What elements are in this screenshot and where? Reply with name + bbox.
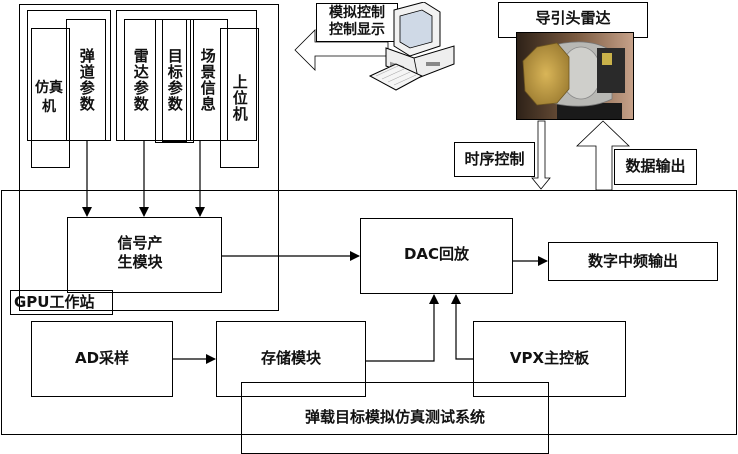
digital-if-output-label: 数字中频输出 [587, 251, 678, 270]
desktop-computer-icon [368, 2, 455, 91]
scene-info-label: 场景信息 [198, 48, 217, 112]
vpx-board-label: VPX主控板 [509, 349, 590, 368]
gpu-workstation-container [19, 4, 279, 311]
ad-sampling-box [31, 321, 173, 397]
digital-if-output-box [548, 242, 718, 281]
radar-photo-art [517, 33, 633, 119]
data-output-box-front [614, 149, 697, 185]
ballistic-params-label: 弹道参数 [77, 48, 96, 112]
arrow-data-output [576, 120, 630, 191]
ballistic-params-box [66, 19, 106, 141]
simulator-box [31, 28, 70, 168]
control-display-line1: 模拟控制 [329, 4, 385, 21]
dac-playback-label: DAC回放 [403, 245, 470, 264]
system-container [1, 190, 737, 435]
gpu-workstation-label-box [10, 290, 113, 315]
target-params-label: 目标参数 [165, 48, 184, 112]
target-params-inner-box [162, 19, 187, 142]
control-display-box [316, 3, 398, 42]
arrow-storage-to-dac [366, 294, 439, 362]
scene-info-box [190, 19, 228, 141]
control-display-label: 模拟控制 控制显示 [316, 2, 398, 42]
storage-module-label: 存储模块 [260, 349, 321, 368]
host-computer-box [220, 28, 259, 168]
host-computer-label: 上位机 [230, 74, 249, 122]
arrow-timing-control [531, 120, 551, 190]
seeker-radar-label: 导引头雷达 [535, 9, 611, 28]
system-title-label: 弹载目标模拟仿真测试系统 [304, 408, 485, 427]
radar-photo [516, 32, 634, 120]
vpx-board-box [473, 321, 626, 397]
timing-control-box [454, 142, 535, 177]
arrow-vpx-to-dac [451, 294, 473, 360]
simulator-label: 仿真机 [35, 80, 63, 115]
timing-control-label: 时序控制 [464, 149, 525, 168]
data-output-label-front: 数据输出 [625, 157, 686, 176]
storage-module-box [216, 321, 366, 397]
signal-gen-box [67, 217, 222, 293]
ad-sampling-label: AD采样 [74, 349, 130, 368]
signal-gen-label: 信号产生模块 [117, 233, 163, 272]
control-display-line2: 控制显示 [329, 22, 385, 38]
radar-params-label: 雷达参数 [131, 48, 150, 112]
gpu-workstation-label: GPU工作站 [14, 292, 95, 311]
dac-playback-box [360, 218, 513, 294]
